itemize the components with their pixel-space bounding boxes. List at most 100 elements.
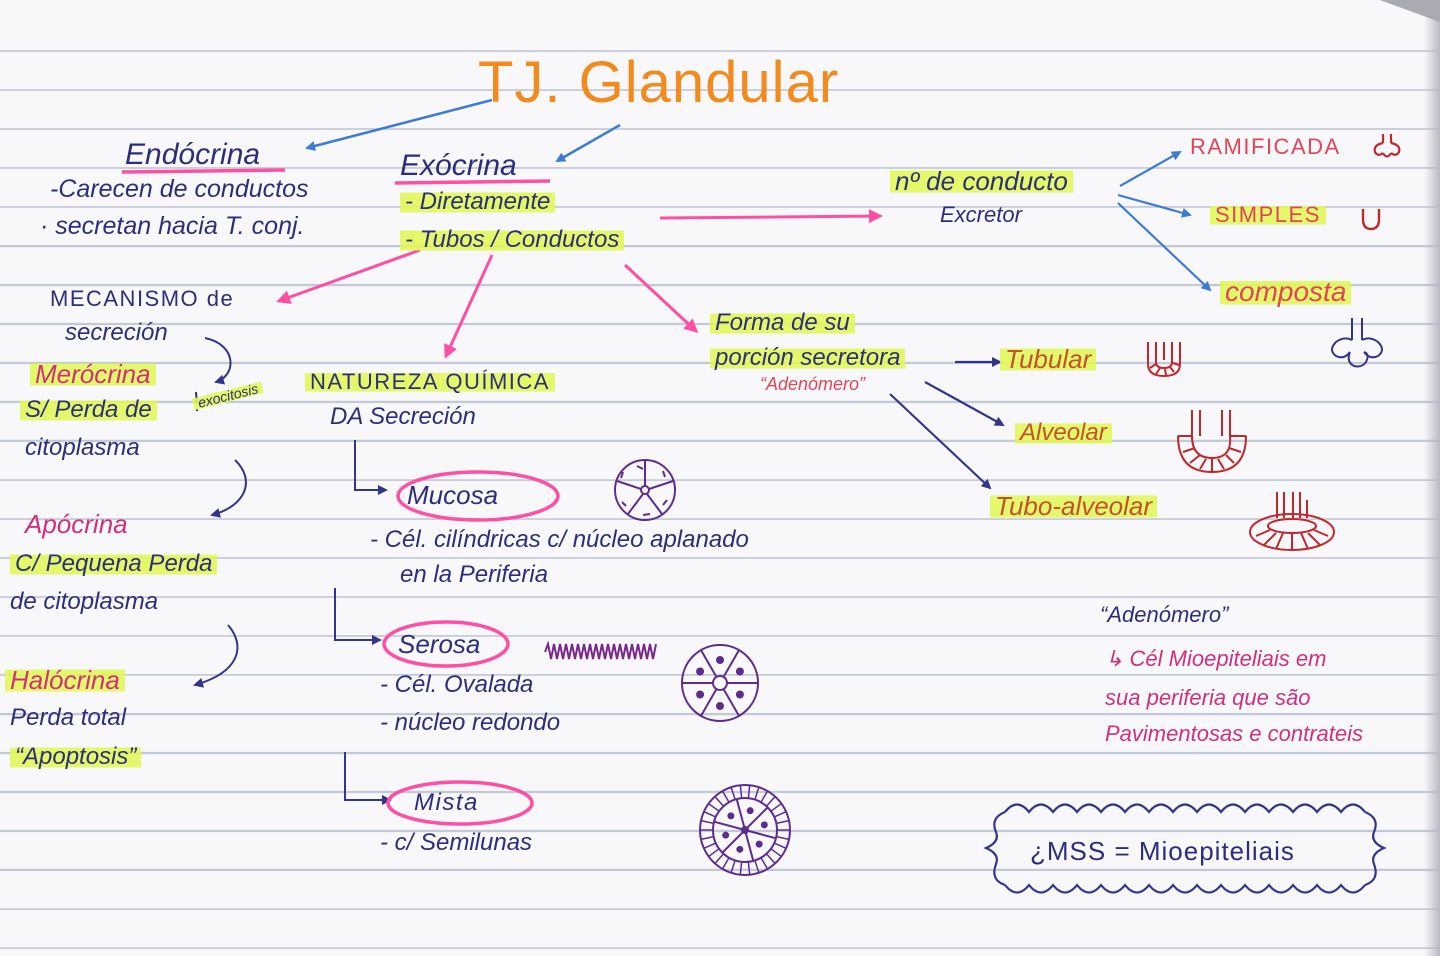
exocrina-item: - Diretamente bbox=[400, 190, 556, 214]
halocrina-line: “Apoptosis” bbox=[10, 745, 142, 769]
cloud-top-edge bbox=[1004, 803, 1366, 814]
merocrina-line: S/ Perda de bbox=[20, 398, 157, 422]
demilune-hatch-line bbox=[708, 848, 720, 858]
demilune-hatch-line bbox=[703, 811, 717, 818]
mucous-acinus-icon bbox=[614, 459, 676, 521]
endocrina-item: · secretan hacia T. conj. bbox=[40, 212, 305, 240]
demilune-hatch-line bbox=[776, 819, 790, 825]
arrow-to-endocrina bbox=[305, 98, 493, 151]
cell-nucleus-dot bbox=[735, 690, 744, 699]
arrow-to-composta bbox=[1117, 202, 1212, 292]
composta-label: composta bbox=[1220, 278, 1352, 306]
exocrina-underline bbox=[394, 179, 551, 185]
page-title: TJ. Glandular bbox=[478, 50, 840, 115]
paper-corner bbox=[1380, 0, 1440, 22]
cloud-bottom-edge bbox=[1004, 883, 1366, 894]
exocrina-item: - Tubos / Conductos bbox=[400, 228, 625, 252]
adenomero-note-line: Pavimentosas e contrateis bbox=[1105, 721, 1364, 746]
forma-heading: porción secretora bbox=[710, 346, 906, 370]
arrow-to-mista bbox=[344, 752, 392, 805]
tubulo-alveolar-gland-icon bbox=[1249, 492, 1335, 551]
demilune-hatch-line bbox=[739, 785, 743, 799]
demilune-hatch-line bbox=[760, 790, 769, 803]
cloud-frame bbox=[983, 803, 1387, 894]
serosa-line: - núcleo redondo bbox=[380, 709, 561, 736]
alveolar-label: Alveolar bbox=[1015, 421, 1112, 445]
demilune-hatch-line bbox=[721, 790, 730, 803]
demilune-hatch-line bbox=[776, 835, 790, 841]
halocrina-line: Perda total bbox=[10, 704, 127, 731]
demilune-hatch-line bbox=[754, 860, 760, 874]
arrow-to-serosa bbox=[334, 588, 382, 645]
serosa-line: - Cél. Ovalada bbox=[380, 671, 534, 698]
mucosa-line: en la Periferia bbox=[400, 561, 549, 588]
mucosa-label: Mucosa bbox=[407, 480, 499, 510]
arrow-to-ramificada bbox=[1119, 151, 1182, 187]
cloud-right-brace bbox=[1364, 810, 1387, 887]
endocrina-heading: Endócrina bbox=[125, 138, 261, 171]
tubo-alveolar-label: Tubo-alveolar bbox=[990, 493, 1158, 519]
halocrina-label: Halócrina bbox=[5, 667, 125, 693]
cell-partition-line bbox=[744, 829, 777, 840]
crossed-out-scribble bbox=[544, 640, 657, 660]
paper-edge bbox=[1424, 0, 1440, 956]
demilune-hatch-line bbox=[739, 861, 743, 875]
arrow-to-forma bbox=[623, 263, 699, 334]
demilune-hatch-line bbox=[700, 835, 714, 841]
demilune-hatch-line bbox=[708, 802, 720, 812]
forma-heading: Forma de su bbox=[710, 311, 855, 335]
cell-nucleus-dot bbox=[716, 702, 724, 710]
cell-nucleus-dot bbox=[696, 667, 705, 676]
demilune-hatch-line bbox=[765, 853, 776, 864]
natureza-heading: DA Secreción bbox=[330, 403, 476, 430]
cell-nucleus-dot bbox=[716, 656, 724, 664]
demilune-hatch-line bbox=[730, 860, 736, 874]
cell-nucleus-dot bbox=[696, 690, 705, 699]
conducto-heading: nº de conducto bbox=[890, 168, 1073, 194]
simple-gland-icon bbox=[1361, 209, 1381, 231]
cell-nucleus-dot bbox=[746, 807, 754, 815]
serosa-oval bbox=[382, 620, 510, 668]
tubular-label: Tubular bbox=[1000, 346, 1097, 372]
demilune-hatch-line bbox=[773, 811, 787, 818]
arrow-to-alveolar bbox=[924, 381, 1005, 426]
exocrina-heading: Exócrina bbox=[400, 149, 517, 182]
serous-acinus-icon bbox=[681, 644, 759, 722]
apocrina-line: C/ Pequena Perda bbox=[10, 552, 218, 576]
cell-partition-line bbox=[744, 806, 769, 831]
cell-nucleus-dot bbox=[735, 667, 744, 676]
arrow-to-conducto bbox=[659, 209, 883, 224]
apocrina-line: de citoplasma bbox=[10, 588, 159, 615]
cell-partition-line bbox=[722, 688, 740, 717]
compound-gland-icon bbox=[1331, 318, 1383, 368]
mista-oval bbox=[386, 780, 534, 826]
cell-partition-line bbox=[713, 820, 746, 831]
demilune-hatch-line bbox=[773, 842, 787, 849]
demilune-hatch-line bbox=[747, 785, 751, 799]
cell-nucleus-dot bbox=[727, 812, 735, 820]
demilune-hatch-line bbox=[770, 802, 782, 812]
arrow-to-apocrina bbox=[210, 459, 247, 518]
arrow-to-halocrina bbox=[193, 624, 239, 688]
mista-label: Mista bbox=[414, 789, 479, 816]
merocrina-line: citoplasma bbox=[25, 434, 140, 461]
demilune-hatch-line bbox=[714, 853, 725, 864]
mucosa-oval bbox=[396, 470, 560, 522]
cell-partition-line bbox=[744, 829, 755, 862]
arrow-to-merocrina bbox=[204, 337, 232, 385]
adenomero-note-line: sua periferia que são bbox=[1105, 685, 1311, 710]
cell-partition-line bbox=[721, 829, 746, 854]
apocrina-label: Apócrina bbox=[25, 509, 128, 539]
demilune-hatch-line bbox=[765, 796, 776, 807]
endocrina-item: -Carecen de conductos bbox=[50, 175, 309, 203]
tubular-gland-icon bbox=[1147, 342, 1181, 378]
arrow-to-mecanismo bbox=[276, 248, 421, 304]
mecanismo-heading: secreción bbox=[65, 319, 168, 346]
alveolar-gland-icon bbox=[1177, 410, 1247, 474]
cell-partition-line bbox=[700, 688, 718, 717]
demilune-hatch-line bbox=[754, 786, 760, 800]
forma-quote: “Adenómero” bbox=[760, 374, 866, 394]
demilune-hatch-line bbox=[747, 861, 751, 875]
cell-nucleus-dot bbox=[736, 845, 744, 853]
demilune-hatch-line bbox=[730, 786, 736, 800]
